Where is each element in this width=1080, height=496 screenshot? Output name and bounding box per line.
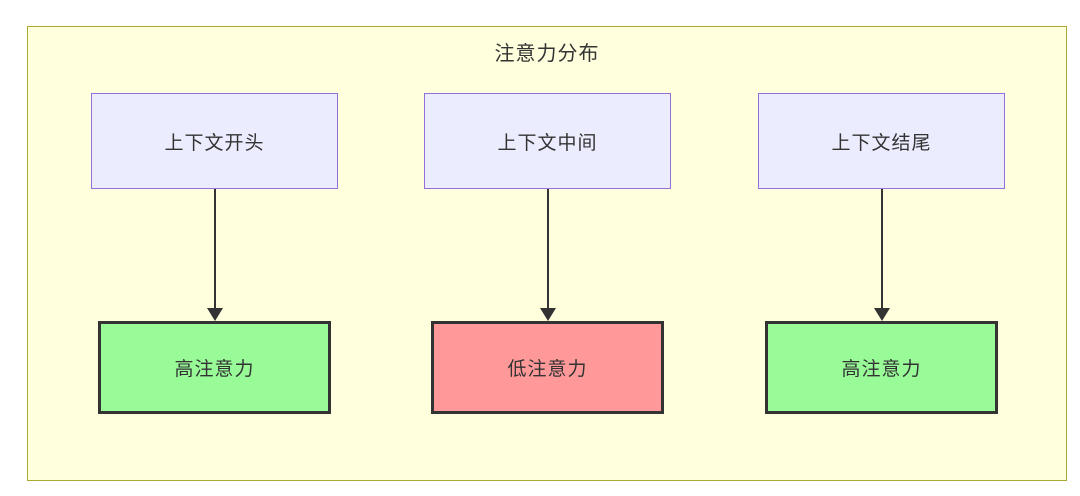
node-high-attention-end: 高注意力: [765, 321, 998, 414]
diagram-title: 注意力分布: [494, 43, 600, 65]
node-context-middle: 上下文中间: [424, 93, 671, 189]
arrow-down-icon: [207, 189, 223, 321]
arrow-down-icon: [874, 189, 890, 321]
node-high-attention-start-label: 高注意力: [174, 359, 255, 380]
node-high-attention-end-label: 高注意力: [841, 359, 922, 380]
node-low-attention-middle-label: 低注意力: [507, 359, 588, 380]
node-high-attention-start: 高注意力: [98, 321, 331, 414]
attention-distribution-container: 注意力分布 上下文开头 上下文中间 上下文结尾 高注意力 低注意力: [27, 26, 1067, 481]
node-context-middle-label: 上下文中间: [497, 132, 598, 154]
arrow-down-icon: [540, 189, 556, 321]
node-context-start-label: 上下文开头: [164, 132, 265, 154]
node-low-attention-middle: 低注意力: [431, 321, 664, 414]
node-context-end: 上下文结尾: [758, 93, 1005, 189]
node-context-end-label: 上下文结尾: [831, 132, 932, 154]
node-context-start: 上下文开头: [91, 93, 338, 189]
